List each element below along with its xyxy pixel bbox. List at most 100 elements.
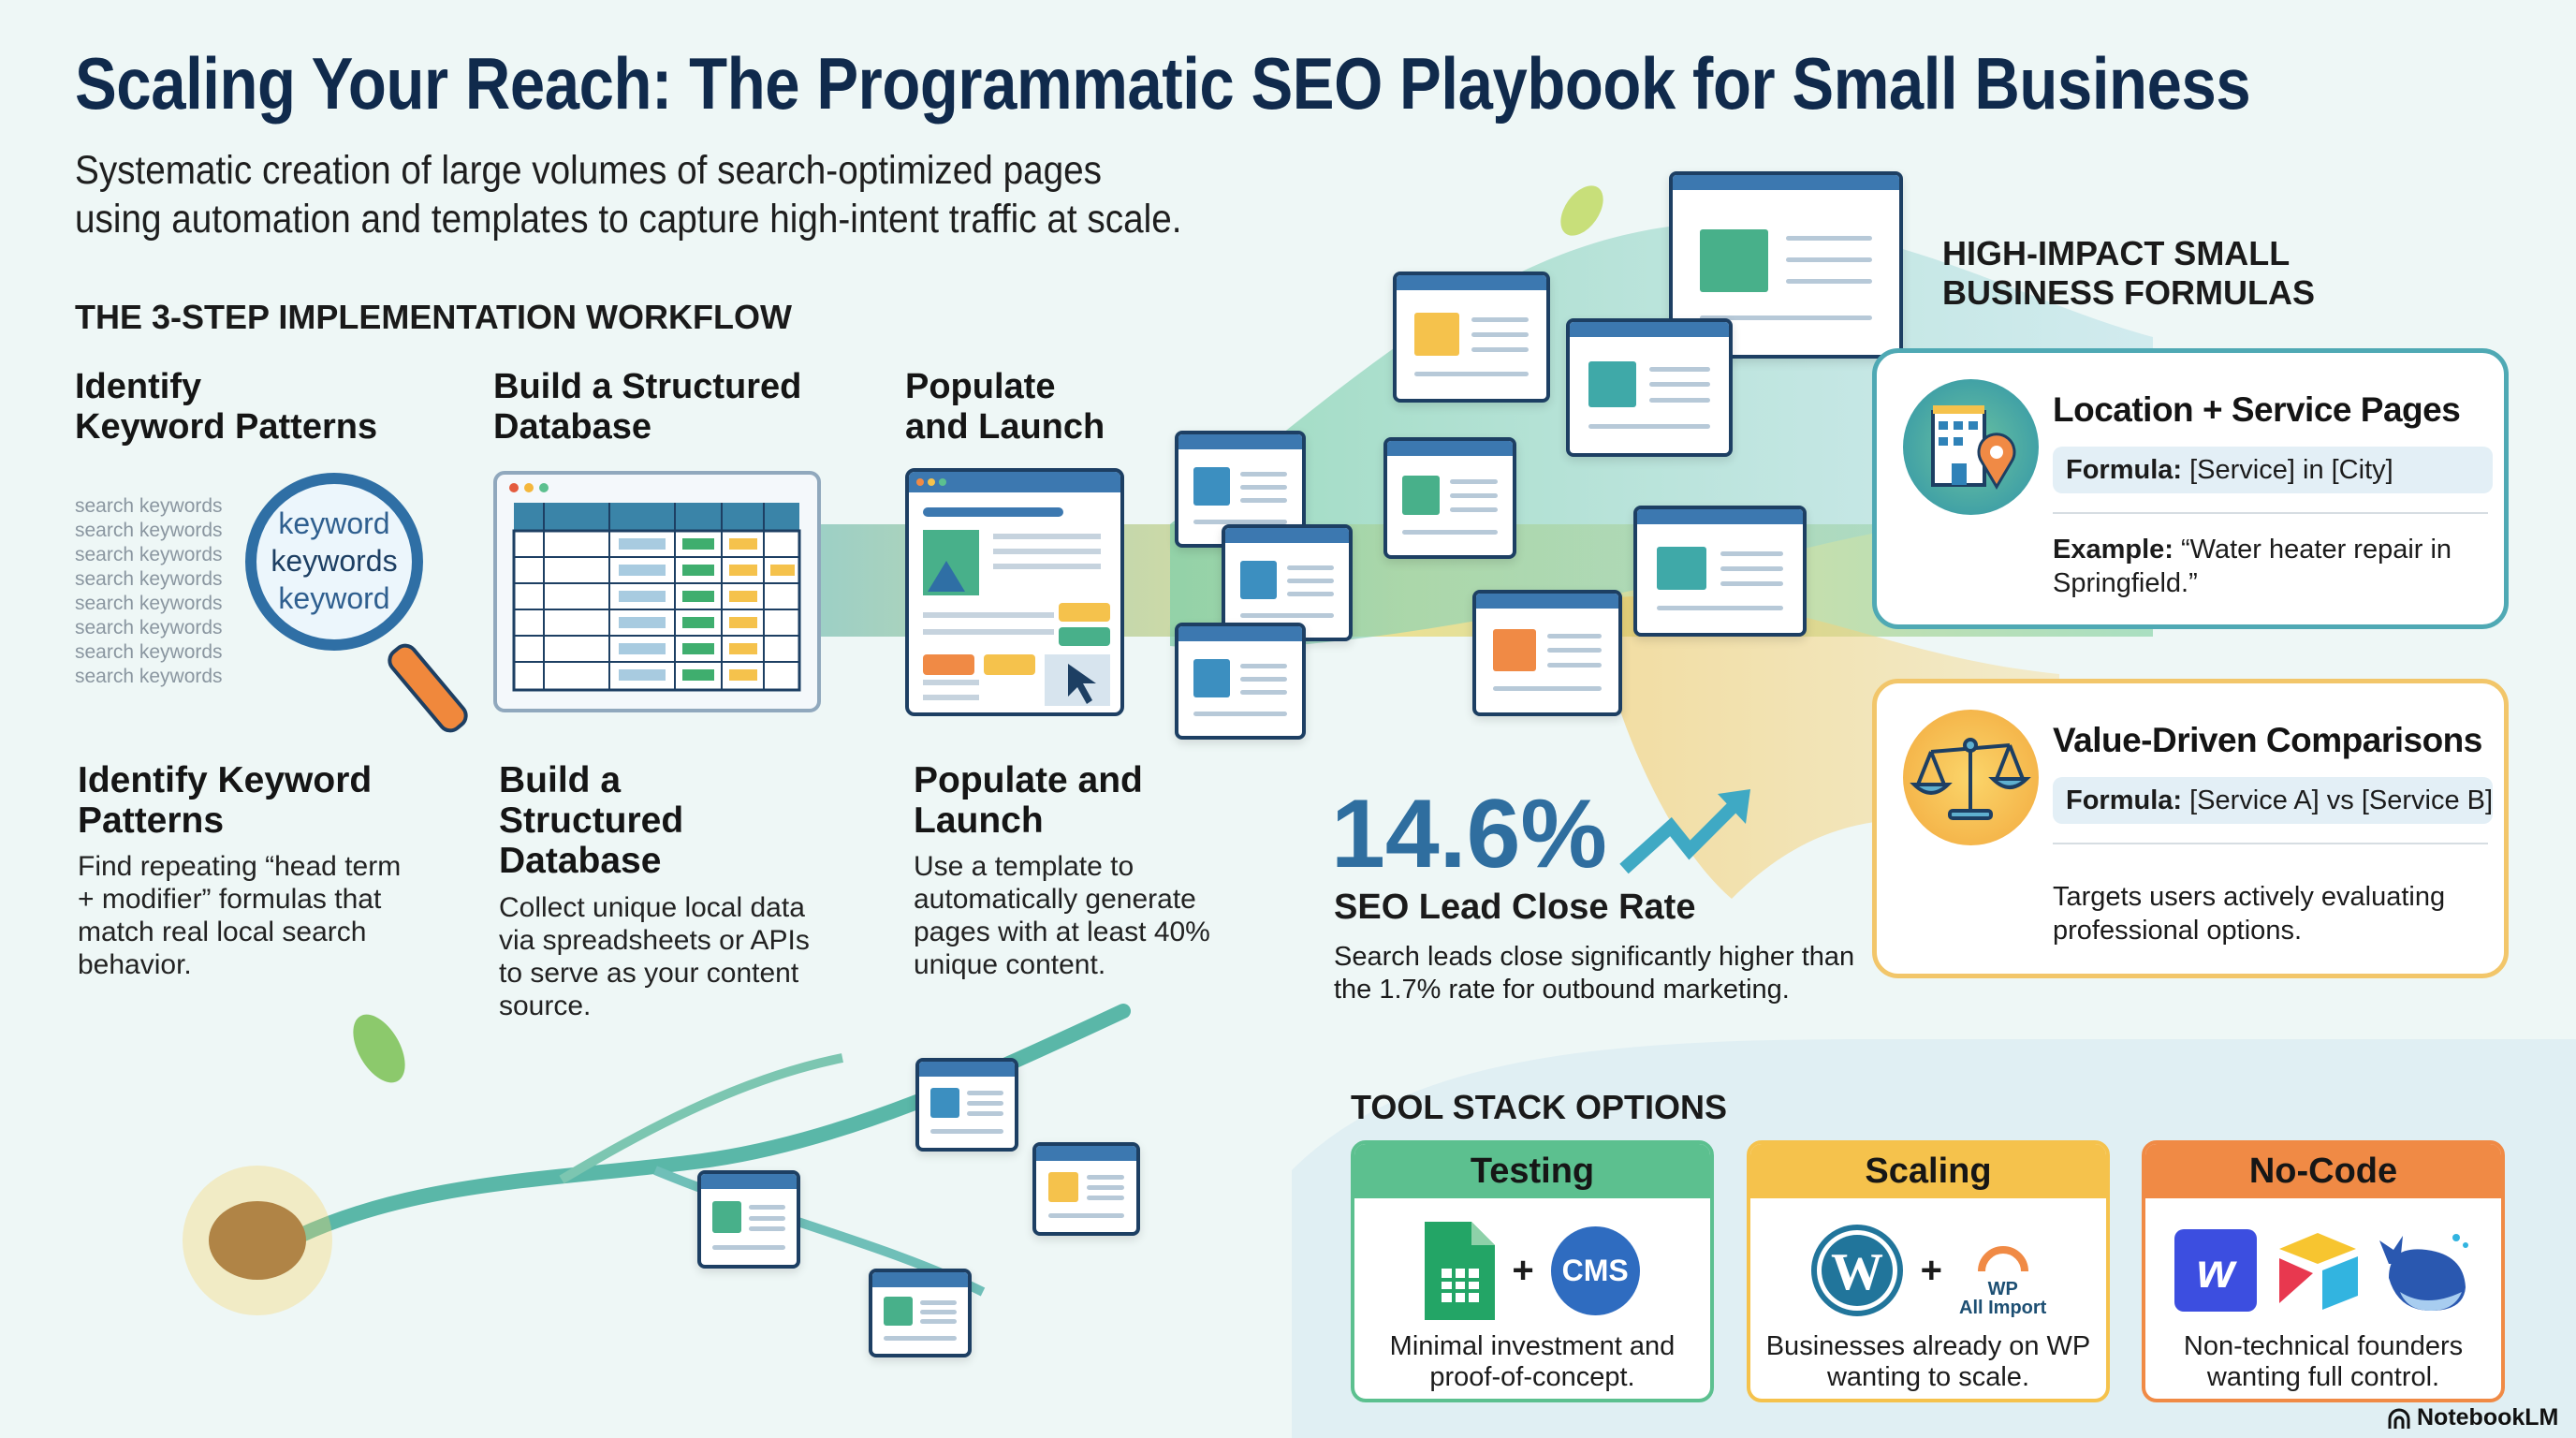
example-text: “Water heater repair in Springfield.” — [2053, 535, 2452, 598]
page-mockup-icon — [915, 1058, 1018, 1152]
page-mockup-icon — [1633, 506, 1807, 637]
plus-sign: + — [1920, 1249, 1942, 1291]
divider — [2053, 512, 2488, 514]
trend-up-arrow-icon — [1619, 789, 1750, 874]
subtitle: Systematic creation of large volumes of … — [75, 146, 1181, 243]
plus-sign: + — [1512, 1249, 1534, 1291]
page-mockup-icon — [1383, 437, 1516, 559]
example-label: Example: — [2053, 535, 2174, 565]
spreadsheet-illustration — [493, 471, 821, 712]
formula-card-comparisons: Value-Driven Comparisons Formula: [Servi… — [1872, 679, 2509, 978]
keyword-text: search keywords — [75, 520, 223, 541]
step-label-line: Database — [493, 407, 651, 447]
stat-value: 14.6% — [1331, 780, 1607, 888]
page-mockup-icon — [1472, 590, 1622, 716]
formula-card-title: Location + Service Pages — [2053, 390, 2461, 429]
step-body-2: Collect unique local data via spreadshee… — [499, 892, 810, 1021]
leaf-icon — [353, 1014, 405, 1083]
divider — [2053, 843, 2488, 844]
magnified-word: keyword — [278, 581, 390, 615]
step-label-line: Build a Structured — [493, 367, 802, 406]
formula-text: [Service] in [City] — [2189, 455, 2393, 485]
page-mockup-icon — [1566, 318, 1733, 457]
keyword-text: search keywords — [75, 544, 223, 565]
tool-card-body: Minimal investment and proof-of-concept. — [1389, 1331, 1676, 1392]
step-title-3: Populate and Launch — [914, 760, 1143, 841]
formula-box: Formula: [Service] in [City] — [2053, 447, 2493, 493]
svg-text:W: W — [1831, 1243, 1883, 1301]
workflow-heading: THE 3-STEP IMPLEMENTATION WORKFLOW — [75, 298, 792, 336]
subtitle-line: Systematic creation of large volumes of … — [75, 148, 1103, 193]
plugin-label: All Import — [1959, 1297, 2047, 1318]
step-label-line: Keyword Patterns — [75, 407, 378, 447]
keyword-list-illustration: search keywords search keywords search key… — [75, 494, 239, 689]
step-label-line: Identify — [75, 367, 202, 406]
keyword-text: search keywords — [75, 593, 223, 614]
formula-text: [Service A] vs [Service B] — [2189, 785, 2494, 815]
keyword-text: search keywords — [75, 641, 223, 663]
plugin-label: WP — [1987, 1278, 2018, 1299]
keyword-text: search keywords — [75, 568, 223, 590]
seed-icon — [209, 1201, 306, 1280]
notebooklm-watermark: NotebookLM — [2387, 1404, 2558, 1431]
page-mockup-icon — [1032, 1142, 1140, 1236]
page-mockup-icon — [869, 1269, 972, 1357]
airtable-icon — [2278, 1233, 2358, 1310]
whalesync-icon — [2378, 1233, 2468, 1311]
notebooklm-logo-icon — [2388, 1408, 2410, 1429]
formula-label: Formula: — [2066, 785, 2183, 815]
heading-line: HIGH-IMPACT SMALL — [1942, 234, 2291, 272]
scales-icon — [1903, 710, 2039, 845]
tool-card-title: Testing — [1354, 1144, 1710, 1198]
tool-card-testing: Testing + CMS Minimal investment and pro… — [1351, 1140, 1714, 1402]
step-label-line: and Launch — [905, 407, 1105, 447]
tool-card-no-code: No-Code w Non-technical founders wanting… — [2142, 1140, 2505, 1402]
magnified-word: keywords — [271, 544, 398, 578]
tools-heading: TOOL STACK OPTIONS — [1351, 1088, 1728, 1126]
step-title-2: Build a Structured Database — [499, 760, 684, 881]
formula-label: Formula: — [2066, 455, 2183, 485]
template-page-illustration — [905, 468, 1124, 716]
tool-card-body: Businesses already on WP wanting to scal… — [1765, 1331, 2091, 1392]
webflow-icon: w — [2174, 1229, 2257, 1312]
stat-body: Search leads close significantly higher … — [1334, 942, 1855, 1005]
page-mockup-icon — [697, 1170, 800, 1269]
page-mockup-icon — [1669, 171, 1903, 359]
building-location-icon — [1903, 379, 2039, 515]
formula-description: Targets users actively evaluating profes… — [2053, 882, 2446, 946]
wordpress-icon: W — [1810, 1225, 1903, 1316]
formula-card-location: Location + Service Pages Formula: [Servi… — [1872, 348, 2509, 629]
page-template-icon — [909, 472, 1120, 706]
page-mockup-icon — [1222, 524, 1353, 641]
tool-card-title: Scaling — [1750, 1144, 2106, 1198]
formula-card-title: Value-Driven Comparisons — [2053, 721, 2482, 759]
tool-card-body: Non-technical founders wanting full cont… — [2183, 1331, 2464, 1392]
tool-card-title: No-Code — [2145, 1144, 2501, 1198]
keyword-text: search keywords — [75, 666, 223, 687]
heading-line: BUSINESS FORMULAS — [1942, 273, 2316, 312]
spreadsheet-grid-icon — [509, 483, 801, 692]
step-body-1: Find repeating “head term + modifier” fo… — [78, 851, 402, 980]
page-mockup-icon — [1393, 271, 1550, 403]
svg-text:w: w — [2196, 1244, 2237, 1299]
formula-box: Formula: [Service A] vs [Service B] — [2053, 777, 2493, 824]
magnified-word: keyword — [278, 506, 390, 540]
brand-label: NotebookLM — [2417, 1404, 2559, 1431]
cms-icon: CMS — [1550, 1225, 1640, 1315]
step-label-line: Populate — [905, 367, 1056, 406]
keyword-text: search keywords — [75, 617, 223, 638]
page-mockup-icon — [1175, 623, 1306, 740]
keyword-text: search keywords — [75, 495, 223, 517]
google-sheets-icon — [1425, 1221, 1496, 1320]
formula-example: Example: “Water heater repair in Springf… — [2053, 533, 2493, 600]
page-title: Scaling Your Reach: The Programmatic SEO… — [75, 42, 2251, 125]
step-title-1: Identify Keyword Patterns — [78, 760, 373, 841]
stat-label: SEO Lead Close Rate — [1334, 888, 1696, 927]
